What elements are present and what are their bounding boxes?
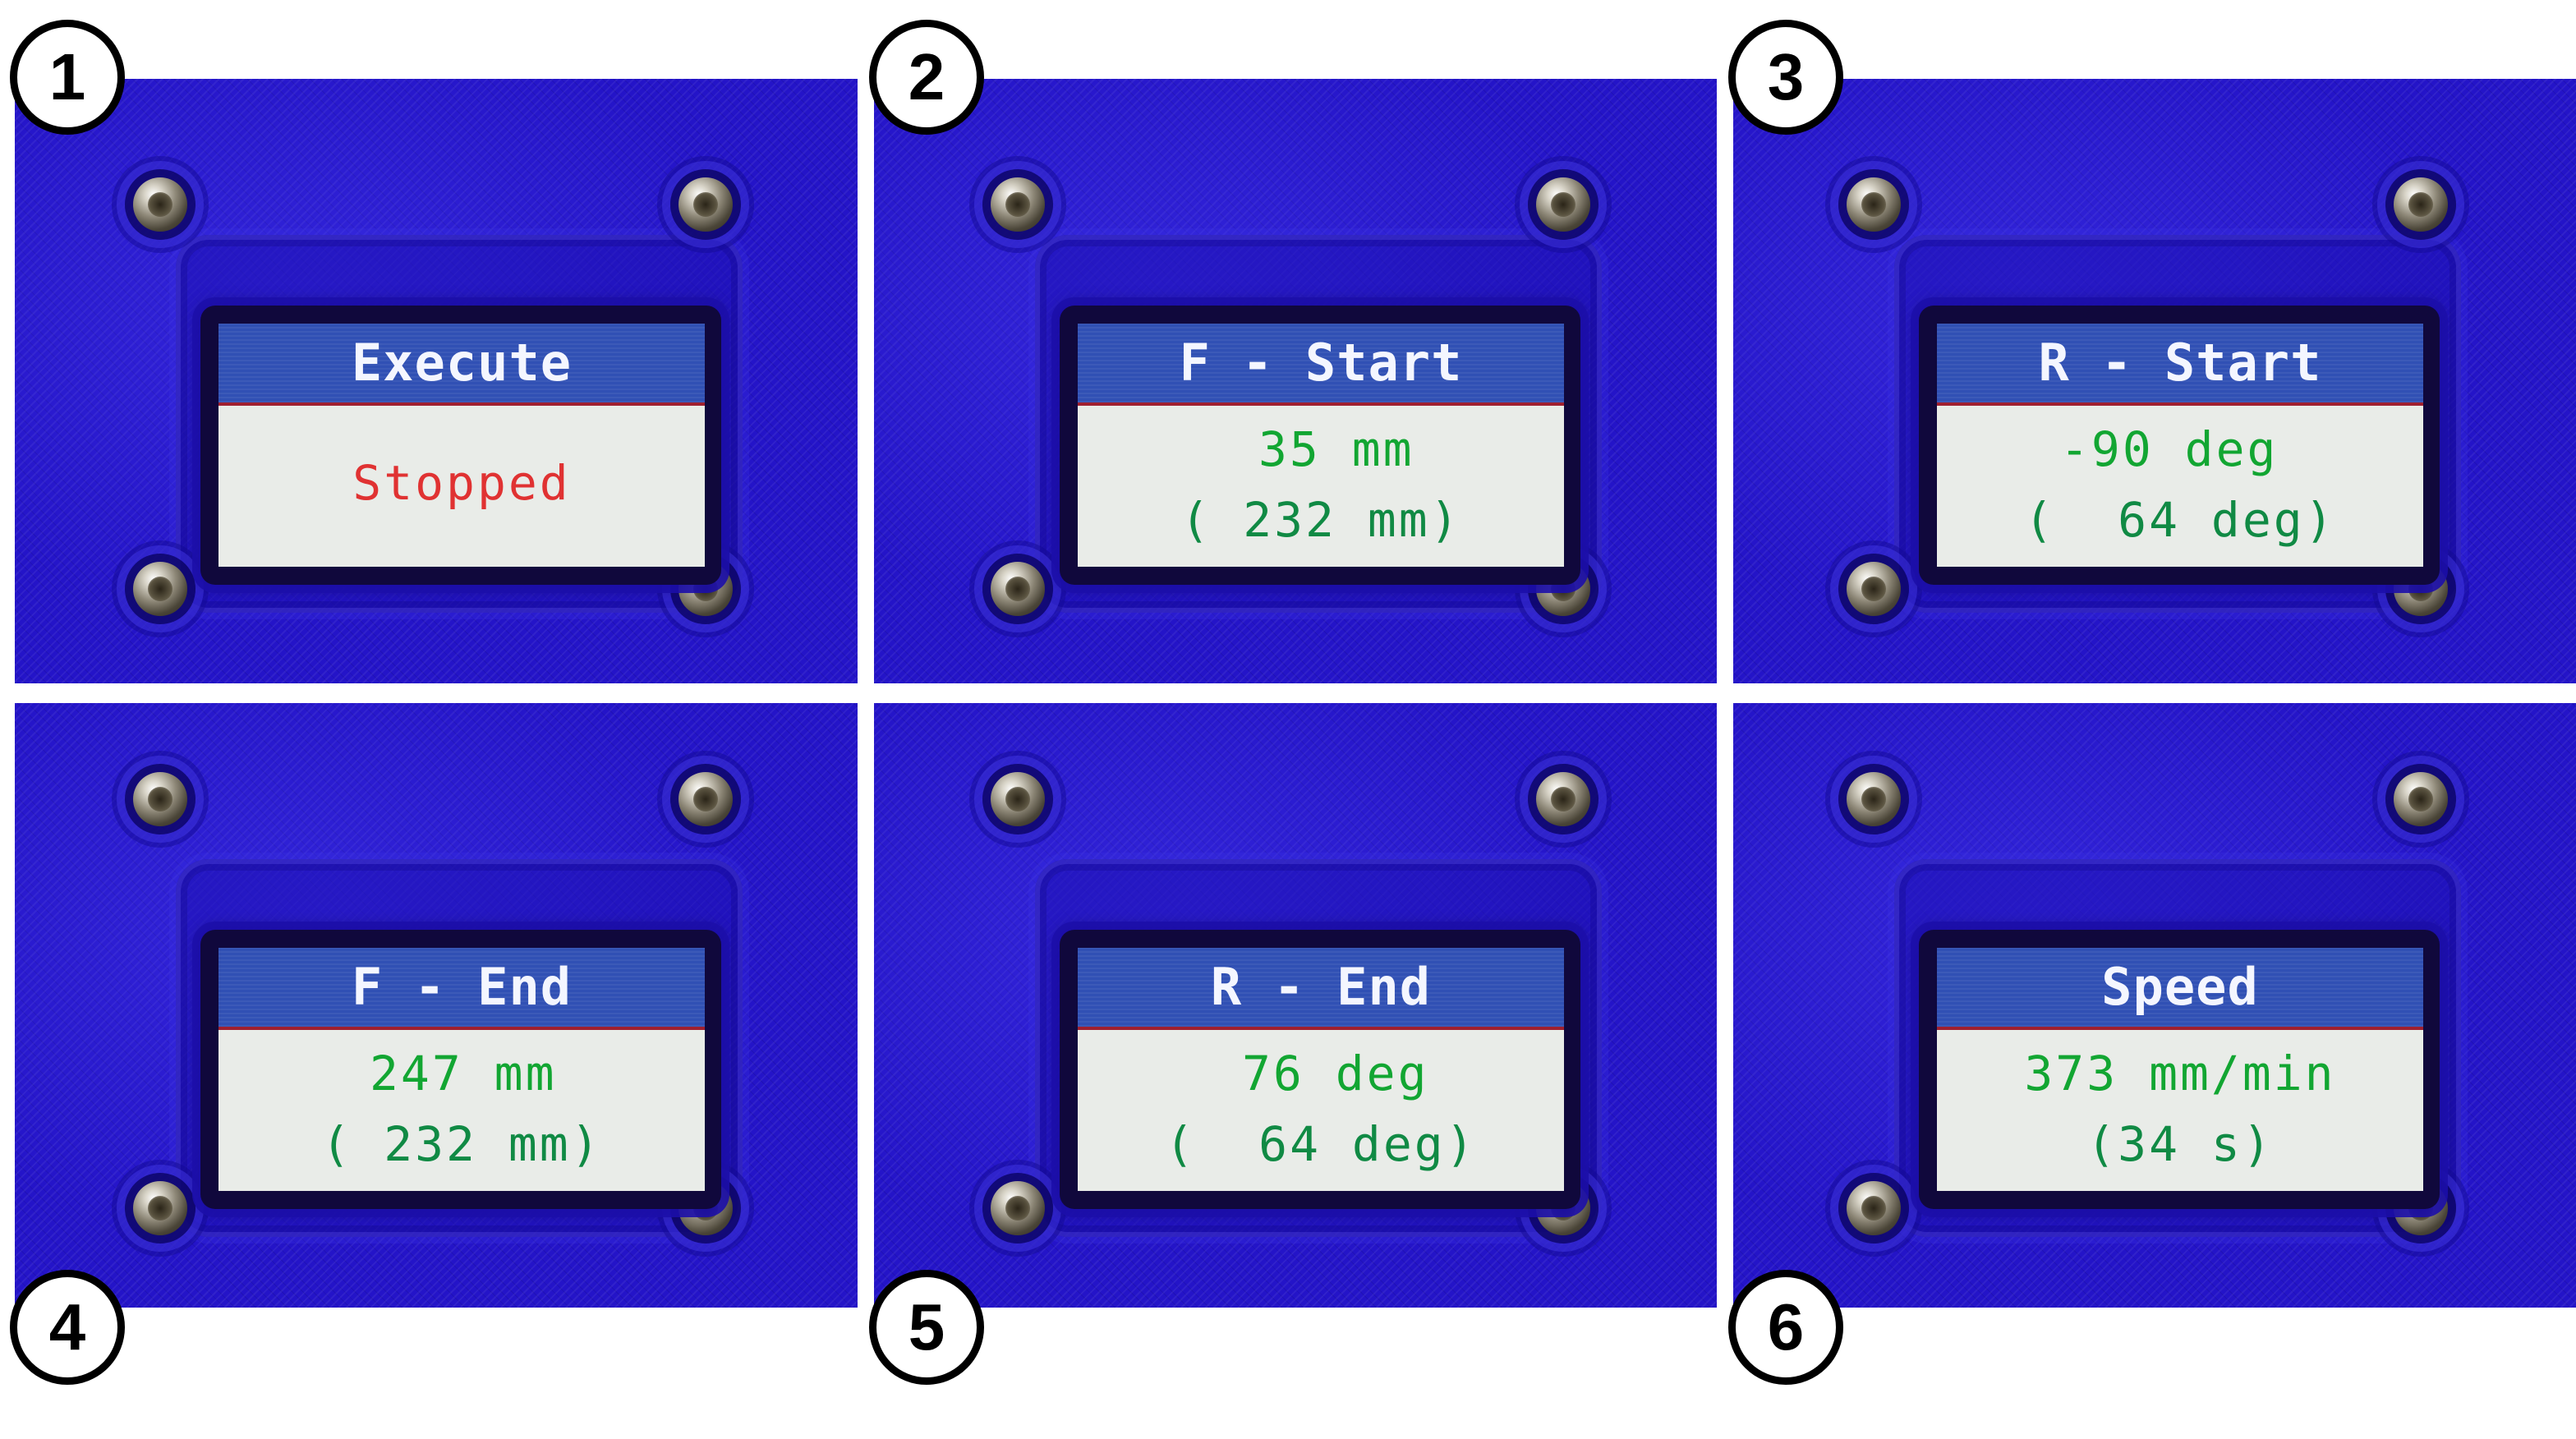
screw-icon — [125, 554, 196, 624]
panel-2: F - Start 35 mm ( 232 mm) — [874, 79, 1717, 683]
screw-icon — [982, 169, 1053, 240]
panel-number-badge: 2 — [869, 20, 984, 135]
screw-icon — [1528, 764, 1598, 834]
screw-icon — [982, 554, 1053, 624]
lcd-value-line: 247 mm — [370, 1046, 557, 1101]
lcd-value-line: 373 mm/min — [2024, 1046, 2336, 1101]
screw-icon — [2385, 764, 2456, 834]
screw-icon — [1838, 169, 1909, 240]
panel-1: Execute Stopped — [15, 79, 858, 683]
panel-number-badge: 3 — [1728, 20, 1843, 135]
lcd-status-value: Stopped — [352, 455, 571, 511]
lcd-value-line: 35 mm — [1258, 421, 1414, 477]
screw-icon — [125, 1173, 196, 1244]
screw-icon — [1528, 169, 1598, 240]
lcd-reference-line: ( 232 mm) — [1180, 492, 1461, 548]
lcd-header: F - Start — [1078, 324, 1564, 406]
panel-number-badge: 5 — [869, 1270, 984, 1385]
lcd-value-line: 76 deg — [1242, 1046, 1429, 1101]
screw-icon — [2385, 169, 2456, 240]
panel-number-badge: 6 — [1728, 1270, 1843, 1385]
panel-6: Speed 373 mm/min (34 s) — [1733, 703, 2576, 1308]
lcd-screen: F - Start 35 mm ( 232 mm) — [1078, 324, 1564, 567]
lcd-header: R - Start — [1937, 324, 2423, 406]
panel-number-badge: 4 — [10, 1270, 125, 1385]
screw-icon — [670, 169, 741, 240]
screw-icon — [125, 764, 196, 834]
lcd-screen: Speed 373 mm/min (34 s) — [1937, 948, 2423, 1191]
lcd-screen: F - End 247 mm ( 232 mm) — [218, 948, 705, 1191]
lcd-reference-line: ( 64 deg) — [2024, 492, 2336, 548]
lcd-header: F - End — [218, 948, 705, 1030]
screw-icon — [125, 169, 196, 240]
screw-icon — [1838, 764, 1909, 834]
lcd-value-line: -90 deg — [2060, 421, 2279, 477]
screw-icon — [1838, 1173, 1909, 1244]
lcd-header: Speed — [1937, 948, 2423, 1030]
panel-3: R - Start -90 deg ( 64 deg) — [1733, 79, 2576, 683]
lcd-reference-line: (34 s) — [2086, 1116, 2274, 1172]
panel-4: F - End 247 mm ( 232 mm) — [15, 703, 858, 1308]
lcd-header: Execute — [218, 324, 705, 406]
screw-icon — [1838, 554, 1909, 624]
lcd-reference-line: ( 232 mm) — [321, 1116, 602, 1172]
screw-icon — [982, 1173, 1053, 1244]
lcd-screen: R - End 76 deg ( 64 deg) — [1078, 948, 1564, 1191]
lcd-reference-line: ( 64 deg) — [1165, 1116, 1477, 1172]
panel-number-badge: 1 — [10, 20, 125, 135]
screw-icon — [982, 764, 1053, 834]
lcd-screen: R - Start -90 deg ( 64 deg) — [1937, 324, 2423, 567]
lcd-screen: Execute Stopped — [218, 324, 705, 567]
panel-5: R - End 76 deg ( 64 deg) — [874, 703, 1717, 1308]
screw-icon — [670, 764, 741, 834]
lcd-header: R - End — [1078, 948, 1564, 1030]
